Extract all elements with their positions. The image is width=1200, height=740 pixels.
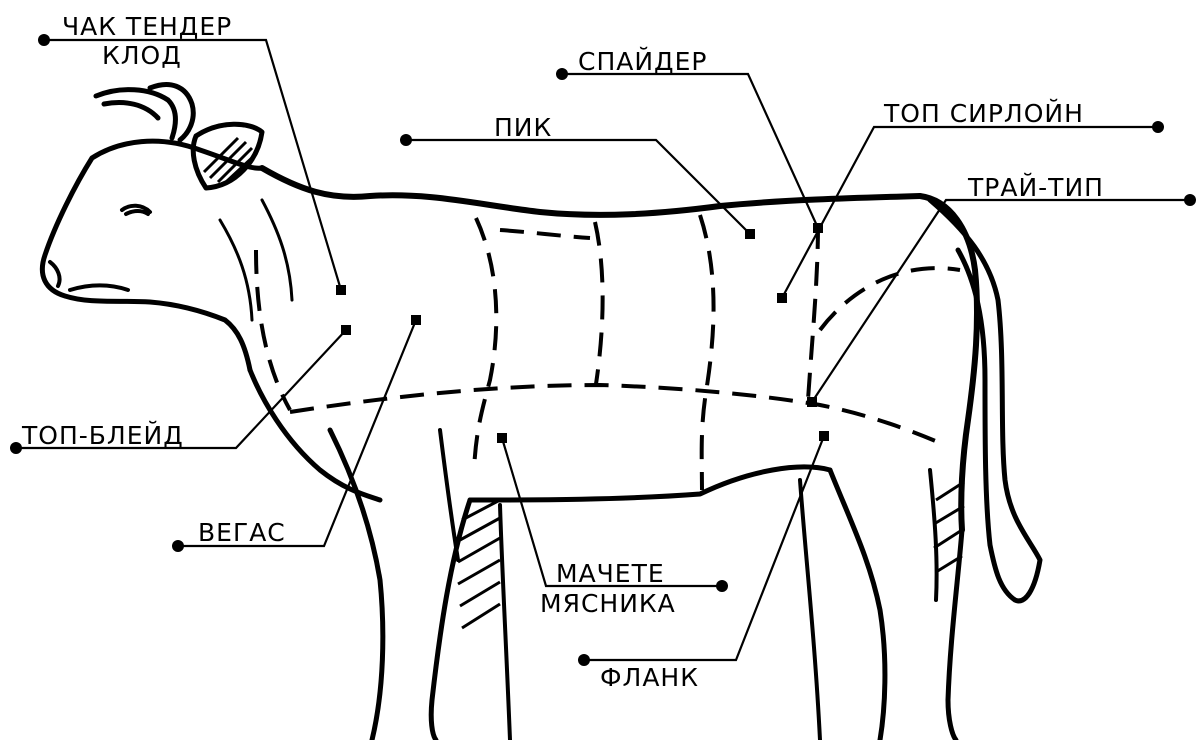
cow-muzzle <box>50 262 128 290</box>
label-flank: ФЛАНК <box>600 663 699 692</box>
label-top-sirloin: ТОП СИРЛОЙН <box>883 99 1084 128</box>
cow-front-leg-hatching <box>458 500 500 628</box>
cow-head <box>42 141 262 370</box>
label-tri-tip: ТРАЙ-ТИП <box>967 173 1104 202</box>
leader-vegas <box>172 315 421 552</box>
dot-spider <box>556 68 568 80</box>
label-vegas: ВЕГАС <box>198 518 286 547</box>
cow-back-line <box>262 168 920 215</box>
marker-top-blade <box>341 325 351 335</box>
cow-eye <box>122 206 150 214</box>
marker-flank <box>819 431 829 441</box>
marker-top-sirloin <box>777 293 787 303</box>
label-spider: СПАЙДЕР <box>578 47 707 76</box>
cow-rump <box>920 196 977 530</box>
cow-ear-hatching <box>204 138 254 182</box>
labels: ЧАК ТЕНДЕР КЛОД СПАЙДЕР ПИК ТОП СИРЛОЙН … <box>21 12 1104 692</box>
label-chuck-tender-line1: ЧАК ТЕНДЕР <box>62 12 232 41</box>
cut-lines <box>256 215 960 490</box>
dot-flank <box>578 654 590 666</box>
dot-chuck-tender <box>38 34 50 46</box>
cow-rear-leg-near <box>830 470 962 740</box>
dot-machete <box>716 580 728 592</box>
label-top-blade: ТОП-БЛЕЙД <box>21 421 184 450</box>
marker-machete <box>497 433 507 443</box>
cow-rear-leg-far <box>800 470 937 740</box>
cow-belly <box>470 467 830 500</box>
dot-vegas <box>172 540 184 552</box>
cow-chest <box>250 370 380 500</box>
label-peak: ПИК <box>494 113 552 142</box>
label-chuck-tender-line2: КЛОД <box>102 41 182 70</box>
marker-peak <box>745 229 755 239</box>
dot-peak <box>400 134 412 146</box>
cow-front-leg-near <box>330 430 470 740</box>
marker-tri-tip <box>807 397 817 407</box>
marker-vegas <box>411 315 421 325</box>
cow-horn <box>96 90 175 138</box>
dot-tri-tip <box>1184 194 1196 206</box>
label-machete-line2: МЯСНИКА <box>540 589 676 618</box>
label-machete-line1: МАЧЕТЕ <box>556 559 665 588</box>
dot-top-blade <box>10 442 22 454</box>
dot-top-sirloin <box>1152 121 1164 133</box>
cow-illustration <box>42 85 1040 740</box>
marker-chuck-tender <box>336 285 346 295</box>
leader-chuck-tender <box>38 34 346 295</box>
